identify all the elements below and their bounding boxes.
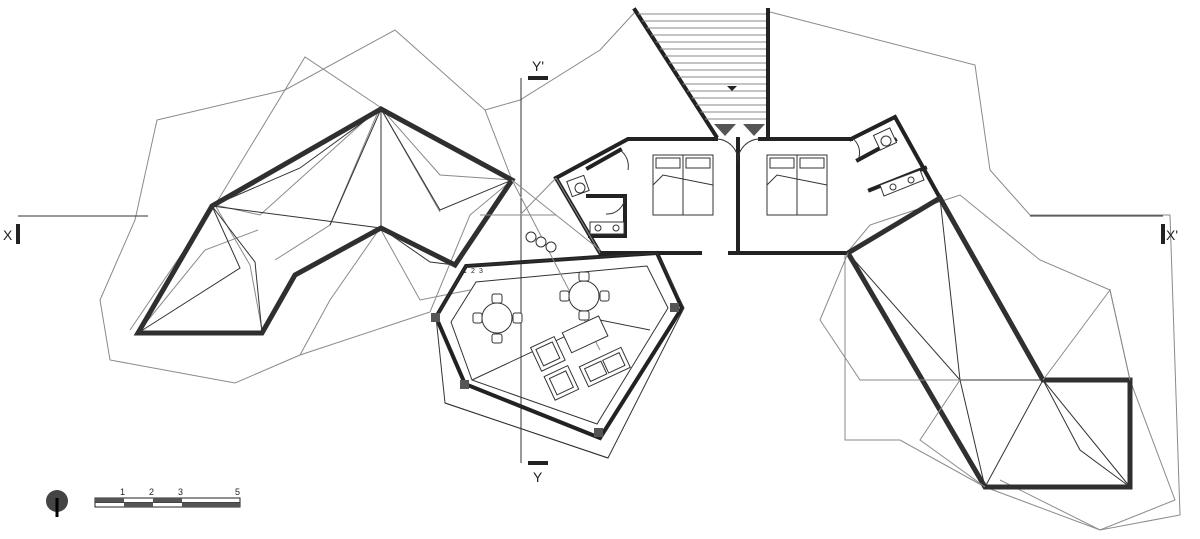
section-label-x-left: X: [3, 227, 13, 243]
bed-right: [766, 154, 828, 216]
kitchen-burners: [525, 231, 557, 253]
right-wing-roof: [819, 194, 1133, 490]
entry-arrow-right: [743, 124, 765, 136]
section-label-x-right: X': [1166, 227, 1178, 243]
column: [460, 380, 469, 389]
sofa-group: [529, 315, 631, 401]
column: [594, 428, 603, 437]
column: [431, 313, 440, 322]
stair-step-2: 2: [471, 268, 475, 275]
scale-tick-5: 5: [235, 487, 240, 497]
stair-step-1: 1: [463, 268, 467, 275]
section-cut-lines: [16, 76, 1165, 465]
left-wing-roof: [133, 106, 516, 336]
section-label-y-bottom: Y: [533, 469, 543, 485]
bed-left: [652, 154, 714, 216]
section-label-y-top: Y': [532, 58, 544, 74]
dining-table-left: [472, 293, 523, 344]
stair-step-3: 3: [479, 268, 483, 275]
column: [670, 303, 679, 312]
bathroom-right: [872, 127, 925, 197]
stair-direction-arrow: [727, 86, 737, 91]
entry-arrow-left: [714, 124, 736, 136]
entry-stair: [632, 7, 770, 139]
north-arrow-icon: [46, 490, 68, 517]
site-contour-lines: [99, 11, 1181, 531]
scale-bar: [94, 497, 241, 508]
bathroom-left: [566, 174, 625, 235]
living-pavilion: [431, 177, 685, 459]
dining-table-right: [559, 271, 610, 321]
stair-treads: [637, 13, 766, 120]
scale-tick-1: 1: [120, 487, 125, 497]
scale-tick-2: 2: [149, 487, 154, 497]
scale-tick-3: 3: [178, 487, 183, 497]
